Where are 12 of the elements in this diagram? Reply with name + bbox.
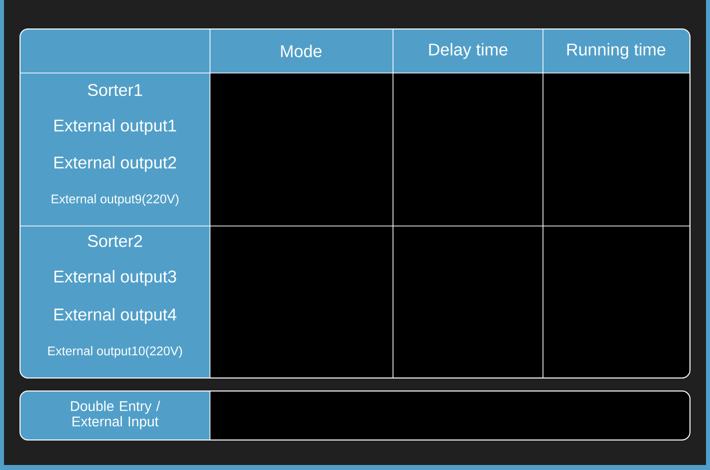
row-label: Sorter2 bbox=[88, 234, 142, 248]
row-label: External output4 bbox=[54, 308, 176, 324]
row-label: Double Entry / External Input bbox=[71, 400, 160, 430]
row-label: Sorter1 bbox=[88, 84, 142, 96]
column-header: Delay time bbox=[429, 43, 508, 59]
row-label: External output3 bbox=[54, 270, 176, 286]
row-label: External output1 bbox=[54, 119, 176, 135]
column-header: Running time bbox=[567, 43, 666, 59]
column-header: Mode bbox=[281, 44, 322, 58]
row-label: External output10(220V) bbox=[48, 346, 182, 358]
row-label: External output2 bbox=[54, 156, 176, 172]
row-label: External output9(220V) bbox=[52, 194, 178, 206]
